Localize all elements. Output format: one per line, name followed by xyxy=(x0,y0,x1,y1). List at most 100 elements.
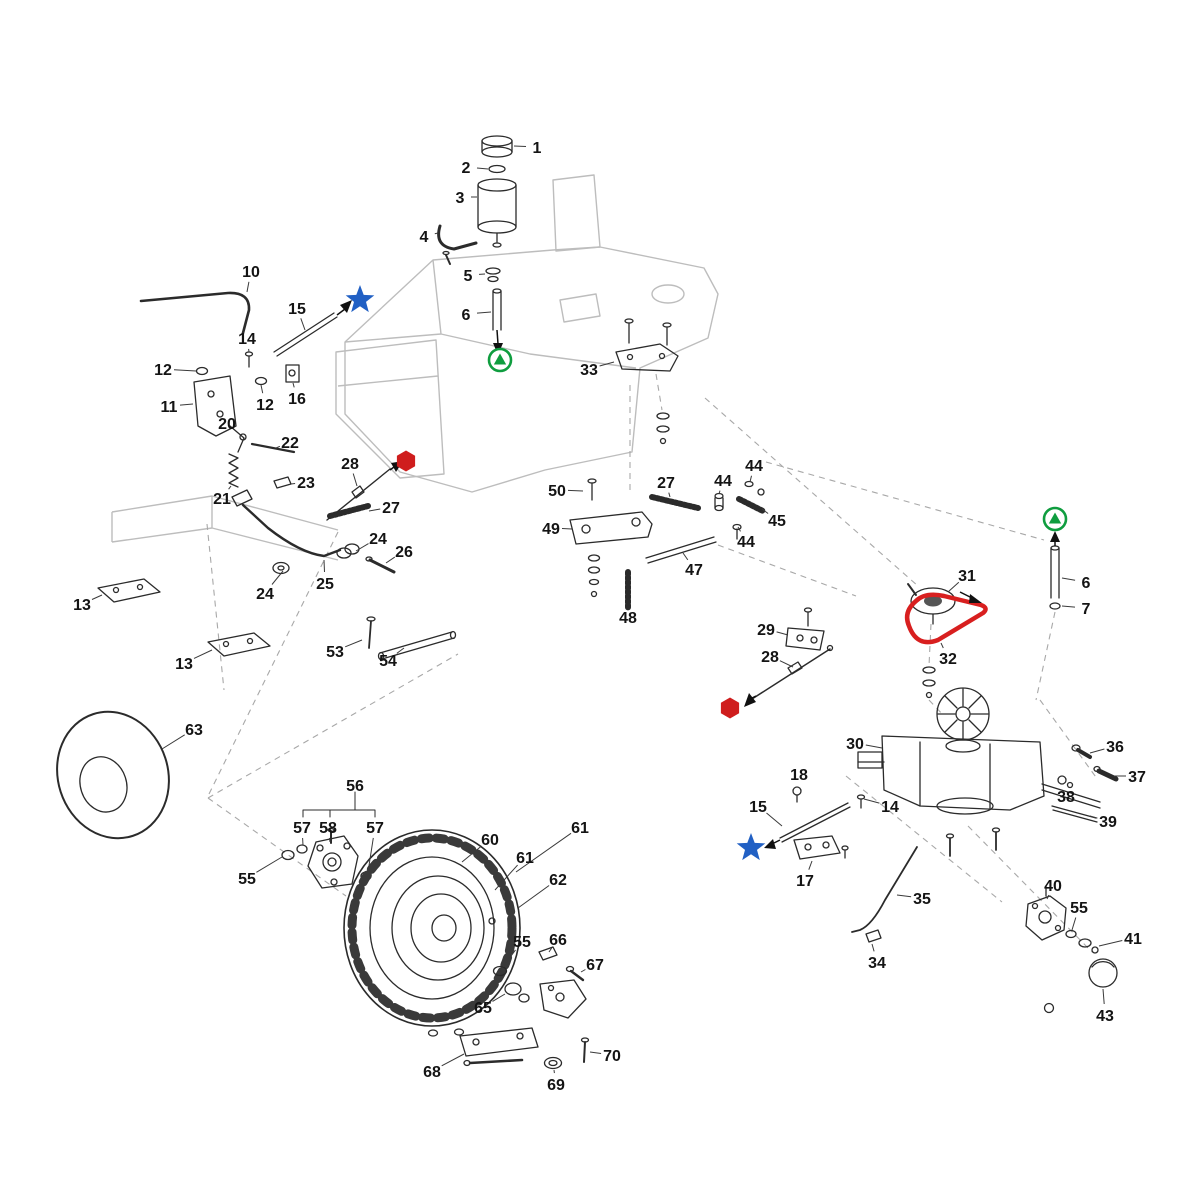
part-label-60: 60 xyxy=(481,832,499,849)
leader-line xyxy=(1071,917,1077,931)
part-label-26: 26 xyxy=(395,544,413,561)
part-label-24: 24 xyxy=(256,586,274,603)
part-label-7: 7 xyxy=(1082,601,1091,618)
leader-line xyxy=(940,642,944,649)
part-label-48: 48 xyxy=(619,610,637,627)
leader-line xyxy=(502,949,516,968)
part-label-17: 17 xyxy=(796,873,814,890)
leader-line xyxy=(368,508,381,512)
part-label-1: 1 xyxy=(533,140,542,157)
part-label-44: 44 xyxy=(745,458,763,475)
part-label-14: 14 xyxy=(881,799,899,816)
leader-line xyxy=(271,570,284,585)
part-label-40: 40 xyxy=(1044,878,1062,895)
part-label-22: 22 xyxy=(281,435,299,452)
status-markers xyxy=(345,285,1068,861)
part-label-50: 50 xyxy=(548,483,566,500)
part-label-57: 57 xyxy=(293,820,311,837)
leader-line xyxy=(434,232,439,235)
part-label-4: 4 xyxy=(420,229,429,246)
leader-line xyxy=(494,864,518,891)
part-label-61: 61 xyxy=(516,850,534,867)
part-label-66: 66 xyxy=(549,932,567,949)
leader-line xyxy=(589,1051,602,1054)
part-label-10: 10 xyxy=(242,264,260,281)
part-label-28: 28 xyxy=(761,649,779,666)
part-label-35: 35 xyxy=(913,891,931,908)
leader-line xyxy=(1102,988,1105,1005)
leader-line xyxy=(513,145,527,147)
star-marker xyxy=(736,833,766,861)
leader-line xyxy=(355,543,369,552)
part-label-16: 16 xyxy=(288,391,306,408)
part-label-49: 49 xyxy=(542,521,560,538)
part-label-32: 32 xyxy=(939,651,957,668)
leader-line xyxy=(1046,894,1050,900)
leader-line xyxy=(476,167,489,170)
part-label-14: 14 xyxy=(238,331,256,348)
part-label-37: 37 xyxy=(1128,769,1146,786)
part-label-18: 18 xyxy=(790,767,808,784)
leader-line xyxy=(871,943,875,952)
part-label-29: 29 xyxy=(757,622,775,639)
leader-line xyxy=(1089,748,1105,754)
leader-line xyxy=(292,382,295,388)
leader-line xyxy=(515,832,572,873)
leader-line xyxy=(367,837,374,873)
leader-line xyxy=(580,969,586,973)
leader-line xyxy=(385,556,396,564)
part-label-62: 62 xyxy=(549,872,567,889)
part-label-20: 20 xyxy=(218,416,236,433)
leader-line xyxy=(492,993,506,1002)
leader-line xyxy=(808,860,813,870)
part-label-55: 55 xyxy=(238,871,256,888)
part-label-63: 63 xyxy=(185,722,203,739)
part-label-12: 12 xyxy=(256,397,274,414)
leader-line xyxy=(329,837,331,843)
leader-line xyxy=(161,734,185,750)
leader-line xyxy=(682,552,689,561)
part-label-12: 12 xyxy=(154,362,172,379)
part-label-3: 3 xyxy=(456,190,465,207)
star-marker xyxy=(345,285,375,313)
part-label-13: 13 xyxy=(73,597,91,614)
leader-line xyxy=(441,1053,465,1067)
part-label-27: 27 xyxy=(657,475,675,492)
leader-line xyxy=(548,947,553,953)
leader-line xyxy=(947,581,960,593)
leader-line xyxy=(246,281,250,293)
triangle-circle-marker xyxy=(487,347,513,373)
part-label-6: 6 xyxy=(462,307,471,324)
part-label-68: 68 xyxy=(423,1064,441,1081)
part-label-28: 28 xyxy=(341,456,359,473)
leader-line xyxy=(396,647,405,654)
alignment-guides xyxy=(206,373,1099,953)
part-label-44: 44 xyxy=(737,534,755,551)
part-label-31: 31 xyxy=(958,568,976,585)
part-label-69: 69 xyxy=(547,1077,565,1094)
leader-line xyxy=(766,812,783,827)
leader-line xyxy=(776,631,789,636)
leader-line xyxy=(256,856,283,873)
leader-line xyxy=(345,639,363,648)
leader-line xyxy=(863,798,880,804)
part-label-65: 65 xyxy=(474,1000,492,1017)
leader-line xyxy=(896,894,912,898)
part-label-27: 27 xyxy=(382,500,400,517)
part-label-53: 53 xyxy=(326,644,344,661)
leader-line xyxy=(668,492,671,498)
leader-line xyxy=(300,318,306,331)
part-label-55: 55 xyxy=(1070,900,1088,917)
part-label-54: 54 xyxy=(379,653,397,670)
part-label-33: 33 xyxy=(580,362,598,379)
leader-line xyxy=(737,526,741,532)
hexagon-marker xyxy=(720,697,740,719)
leader-line xyxy=(1061,577,1076,581)
leader-line xyxy=(517,885,550,909)
part-label-43: 43 xyxy=(1096,1008,1114,1025)
leader-line xyxy=(352,473,358,487)
part-label-15: 15 xyxy=(288,301,306,318)
triangle-circle-marker xyxy=(1042,506,1068,532)
leader-line xyxy=(323,559,325,573)
